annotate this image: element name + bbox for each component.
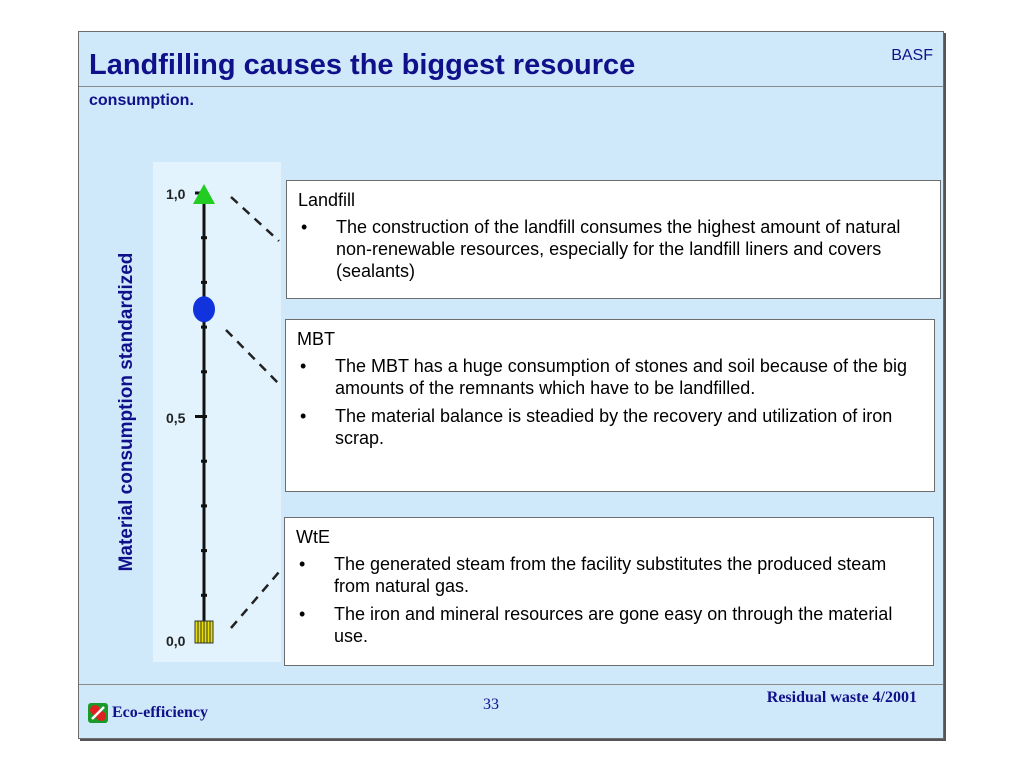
brand-label: BASF xyxy=(891,47,933,64)
scale-panel: 1,0 0,5 0,0 xyxy=(153,162,281,662)
mbt-box-title: MBT xyxy=(297,329,335,349)
marker-landfill xyxy=(193,184,215,204)
title-bar: Landfilling causes the biggest resource … xyxy=(79,32,943,87)
slide-subtitle: consumption. xyxy=(89,92,194,109)
landfill-box-title: Landfill xyxy=(298,190,356,210)
scale-chart xyxy=(193,184,215,644)
slide: Landfilling causes the biggest resource … xyxy=(78,31,944,739)
wte-box: WtE The generated steam from the facilit… xyxy=(284,517,934,666)
mbt-box: MBT The MBT has a huge consumption of st… xyxy=(285,319,935,492)
footer-date: Residual waste 4/2001 xyxy=(766,689,917,706)
page-number: 33 xyxy=(483,696,499,713)
wte-bullet: The generated steam from the facility su… xyxy=(296,553,921,597)
marker-mbt xyxy=(193,296,215,323)
tick-label-1-0: 1,0 xyxy=(166,186,186,202)
mbt-bullet: The MBT has a huge consumption of stones… xyxy=(297,355,922,399)
footer-eco-efficiency: Eco-efficiency xyxy=(112,704,208,721)
landfill-box: Landfill The construction of the landfil… xyxy=(286,180,941,299)
tick-label-0-5: 0,5 xyxy=(166,410,186,426)
marker-wte xyxy=(194,620,214,644)
landfill-bullet: The construction of the landfill consume… xyxy=(298,216,928,282)
wte-bullet: The iron and mineral resources are gone … xyxy=(296,603,921,647)
eco-efficiency-logo-icon xyxy=(88,703,108,723)
y-axis-label: Material consumption standardized xyxy=(116,252,137,572)
footer-divider xyxy=(79,684,943,685)
mbt-bullet: The material balance is steadied by the … xyxy=(297,405,922,449)
slide-title: Landfilling causes the biggest resource xyxy=(89,49,636,81)
tick-label-0-0: 0,0 xyxy=(166,633,186,649)
wte-box-title: WtE xyxy=(296,527,330,547)
